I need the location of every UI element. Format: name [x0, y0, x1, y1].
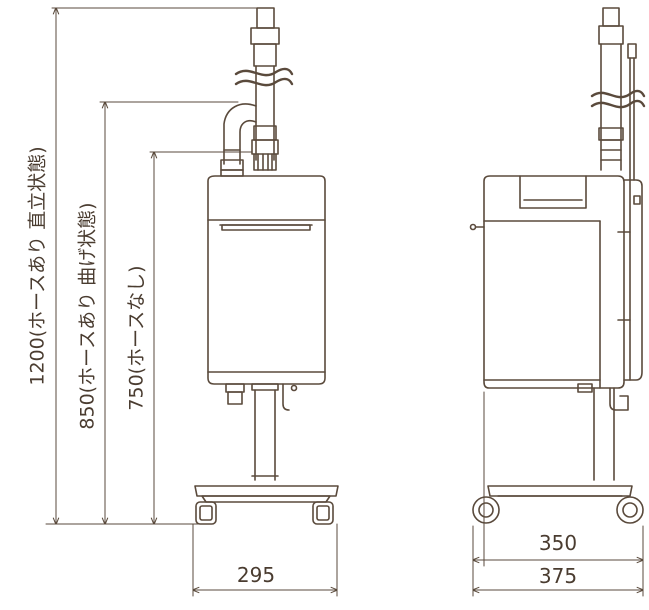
side-view	[469, 7, 646, 524]
front-pipe	[234, 7, 294, 171]
front-stand	[194, 389, 339, 503]
dimension-lines	[45, 8, 643, 597]
front-fittings	[225, 383, 298, 411]
front-hose	[220, 103, 257, 177]
side-pipe	[590, 7, 646, 181]
height-bent-label: 850(ホースあり 曲げ状態)	[77, 202, 99, 429]
height-upright-label: 1200(ホースあり 直立状態)	[27, 146, 49, 385]
width-front-label: 295	[237, 563, 275, 587]
front-body	[207, 175, 326, 385]
front-casters	[195, 501, 334, 525]
height-nohose-label: 750(ホースなし)	[126, 265, 148, 410]
side-rear-tube	[617, 179, 643, 381]
side-stand	[487, 387, 633, 497]
front-view	[194, 7, 339, 525]
width-overall-label: 375	[539, 564, 577, 588]
side-body	[469, 175, 625, 389]
side-fittings	[577, 383, 629, 411]
side-casters	[472, 496, 644, 524]
width-body-label: 350	[539, 531, 577, 555]
